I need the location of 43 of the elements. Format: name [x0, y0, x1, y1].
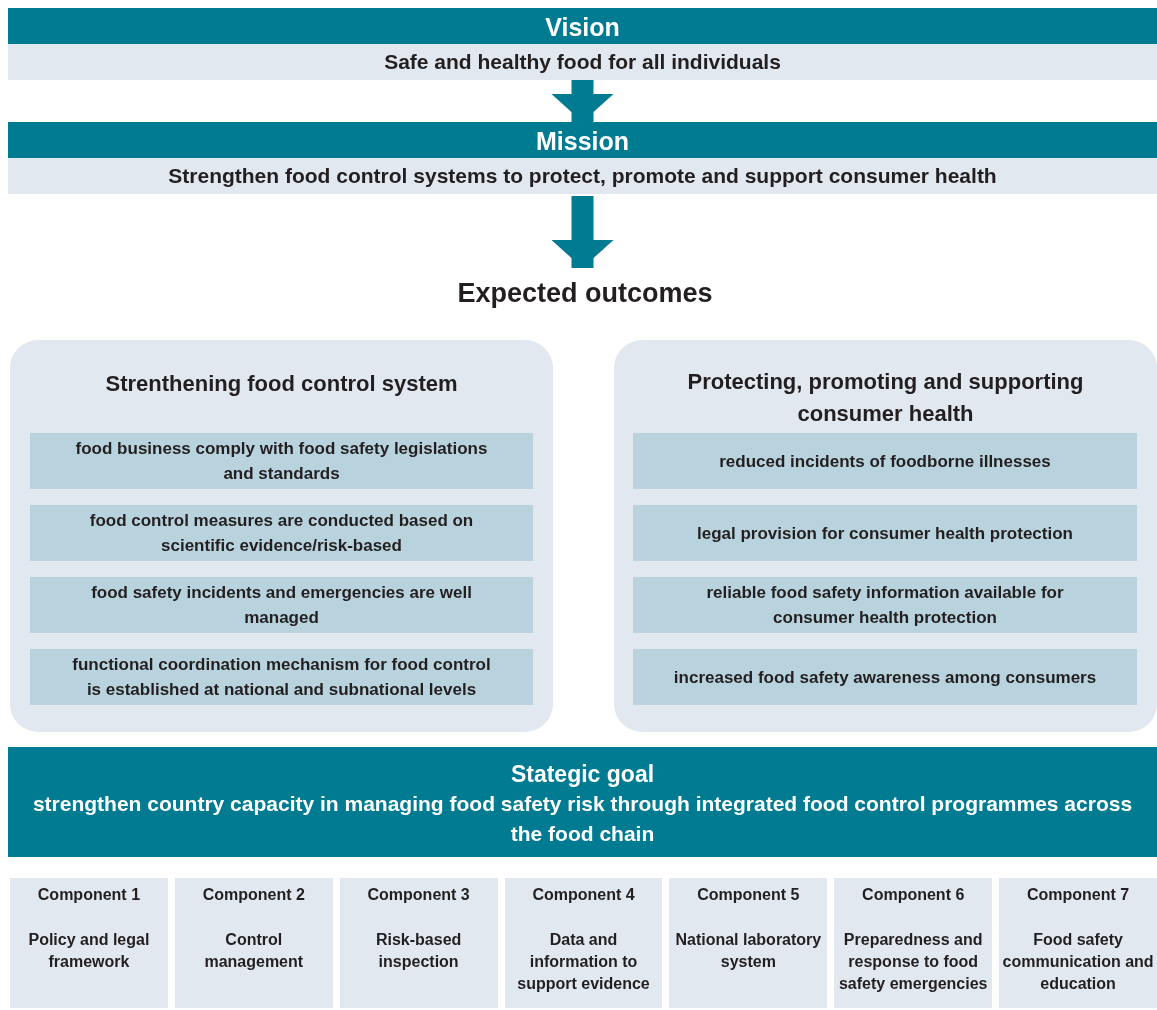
outcome-box: increased food safety awareness among consumers	[633, 649, 1137, 705]
outcome-box: functional coordination mechanism for food control is established at national and subnational levels	[30, 649, 533, 705]
component-title: Component 1	[36, 885, 142, 905]
component-card	[10, 878, 168, 1008]
component-title: Component 7	[1025, 885, 1131, 905]
outcome-box: food control measures are conducted based on scientific evidence/risk-based	[30, 505, 533, 561]
outcome-box: reliable food safety information available for consumer health protection	[633, 577, 1137, 633]
panel-title: Protecting, promoting and supporting consumer health	[686, 368, 1085, 428]
component-card	[504, 878, 663, 1008]
block-arrow	[551, 196, 614, 268]
component-title: Component 5	[696, 885, 801, 905]
component-card	[339, 878, 498, 1008]
goal-text: strengthen country capacity in managing food safety risk through integrated food control programmes across the food chain	[31, 791, 1134, 847]
goal-band	[8, 747, 1157, 857]
goal-title: Stategic goal	[509, 760, 656, 789]
heading-band: Vision	[8, 8, 1157, 44]
outcome-box: food business comply with food safety legislations and standards	[30, 433, 533, 489]
outcome-box: reduced incidents of foodborne illnesses	[633, 433, 1137, 489]
component-card	[834, 878, 993, 1008]
component-description: National laboratory system	[674, 930, 823, 972]
outcome-panel	[614, 340, 1157, 732]
statement-band: Strengthen food control systems to protect, promote and support consumer health	[8, 158, 1157, 194]
component-title: Component 6	[861, 885, 966, 905]
component-description: Policy and legal framework	[27, 930, 151, 972]
component-card	[669, 878, 828, 1008]
panel-title: Strenthening food control system	[104, 370, 459, 398]
statement-band: Safe and healthy food for all individuals	[8, 44, 1157, 80]
outcome-box: food safety incidents and emergencies are well managed	[30, 577, 533, 633]
component-description: Food safety communication and education	[1001, 930, 1155, 994]
component-card	[999, 878, 1157, 1008]
component-title: Component 3	[366, 885, 471, 905]
component-title: Component 2	[201, 885, 306, 905]
component-description: Risk-based inspection	[374, 930, 463, 972]
component-description: Control management	[203, 930, 305, 972]
component-title: Component 4	[531, 885, 636, 905]
component-card	[174, 878, 333, 1008]
section-heading: Expected outcomes	[335, 268, 835, 318]
outcome-box: legal provision for consumer health protection	[633, 505, 1137, 561]
component-description: Data and information to support evidence	[516, 930, 651, 994]
component-description: Preparedness and response to food safety emergencies	[837, 930, 989, 994]
block-arrow	[551, 80, 614, 122]
heading-band: Mission	[8, 122, 1157, 158]
outcome-panel	[10, 340, 553, 732]
